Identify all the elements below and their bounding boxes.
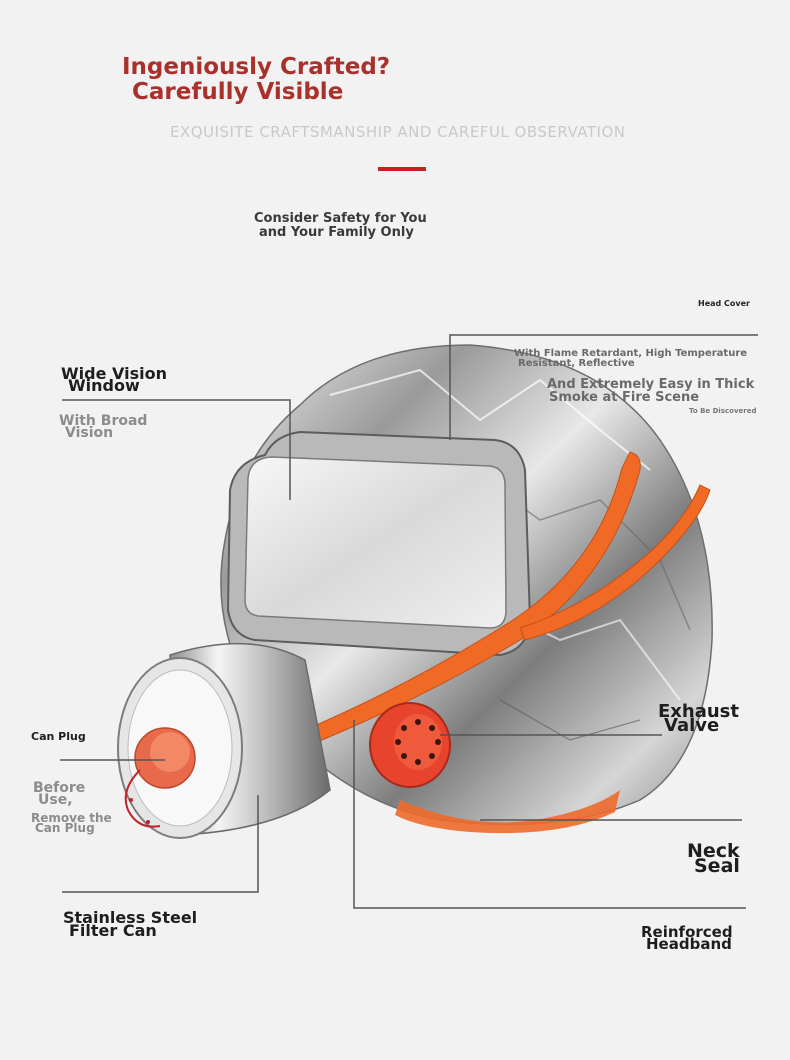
wide-vision-title2: Window <box>68 376 140 395</box>
can-plug-desc3: Remove the <box>31 811 112 825</box>
head-cover-title: Head Cover <box>698 299 750 308</box>
wide-vision-desc1: With Broad <box>59 413 148 429</box>
intro-line1: Consider Safety for You <box>254 211 427 226</box>
can-plug-desc4: Can Plug <box>35 821 95 835</box>
subheadline: EXQUISITE CRAFTSMANSHIP AND CAREFUL OBSE… <box>170 123 626 141</box>
exhaust-valve-title2: Valve <box>664 715 720 736</box>
headband-title2: Headband <box>646 935 732 953</box>
accent-divider <box>378 167 426 171</box>
neck-seal-title2: Seal <box>694 855 740 877</box>
filter-can-title1: Stainless Steel <box>63 908 198 927</box>
can-plug-desc2: Use, <box>38 792 73 808</box>
wide-vision-title1: Wide Vision <box>61 364 167 383</box>
can-plug-title: Can Plug <box>31 730 86 743</box>
headband-strap <box>304 451 641 746</box>
visor-window <box>244 456 507 629</box>
head-cover-desc5: To Be Discovered <box>689 407 757 415</box>
headband-title1: Reinforced <box>641 923 733 941</box>
neck-seal-title1: Neck <box>687 840 740 862</box>
intro-line2: and Your Family Only <box>259 225 414 240</box>
head-cover-desc1: With Flame Retardant, High Temperature <box>514 348 748 359</box>
neck-seal-band <box>395 790 620 834</box>
headline-line2: Carefully Visible <box>132 79 344 105</box>
headline-line1: Ingeniously Crafted? <box>122 54 391 80</box>
head-cover-desc2: Resistant, Reflective <box>518 358 635 369</box>
can-plug-desc1: Before <box>33 780 86 796</box>
exhaust-valve-title1: Exhaust <box>658 701 739 722</box>
wide-vision-desc2: Vision <box>65 425 114 441</box>
head-cover-desc3: And Extremely Easy in Thick <box>547 377 755 392</box>
filter-can-title2: Filter Can <box>69 921 157 940</box>
head-cover-desc4: Smoke at Fire Scene <box>549 390 700 405</box>
